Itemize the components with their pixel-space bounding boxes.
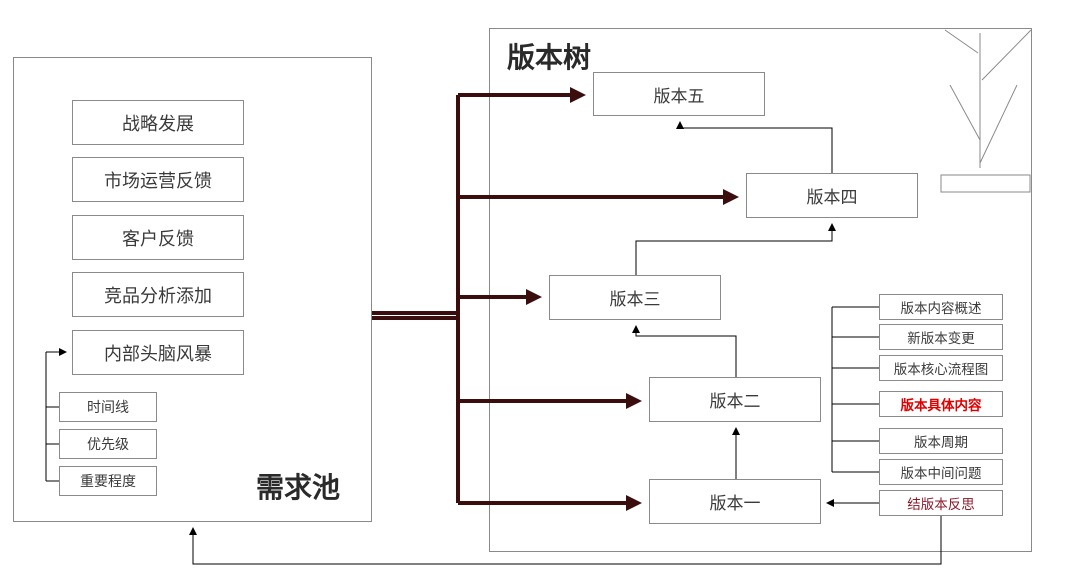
requirement-pool-title: 需求池 (256, 471, 341, 504)
attribute-priority[interactable]: 优先级 (59, 429, 157, 459)
detail-core-flowchart[interactable]: 版本核心流程图 (879, 355, 1003, 381)
pool-item-strategy[interactable]: 战略发展 (72, 100, 244, 145)
version-four[interactable]: 版本四 (746, 173, 918, 218)
tree-sketch-icon (940, 29, 1032, 193)
pool-item-brainstorm[interactable]: 内部头脑风暴 (72, 330, 244, 375)
version-one[interactable]: 版本一 (649, 479, 821, 524)
attribute-importance[interactable]: 重要程度 (59, 466, 157, 496)
version-three[interactable]: 版本三 (549, 275, 721, 320)
detail-mid-issues[interactable]: 版本中间问题 (879, 459, 1003, 485)
version-two[interactable]: 版本二 (649, 377, 821, 422)
detail-reflection[interactable]: 结版本反思 (879, 490, 1003, 516)
detail-overview[interactable]: 版本内容概述 (879, 294, 1003, 320)
version-five[interactable]: 版本五 (593, 72, 765, 116)
detail-specific-content[interactable]: 版本具体内容 (879, 391, 1003, 417)
detail-cycle[interactable]: 版本周期 (879, 428, 1003, 454)
attribute-timeline[interactable]: 时间线 (59, 392, 157, 422)
pool-item-competitor-analysis[interactable]: 竞品分析添加 (72, 272, 244, 317)
pool-item-customer-feedback[interactable]: 客户反馈 (72, 215, 244, 260)
pool-item-market-feedback[interactable]: 市场运营反馈 (72, 157, 244, 202)
detail-new-changes[interactable]: 新版本变更 (879, 324, 1003, 350)
version-tree-title: 版本树 (507, 41, 592, 74)
